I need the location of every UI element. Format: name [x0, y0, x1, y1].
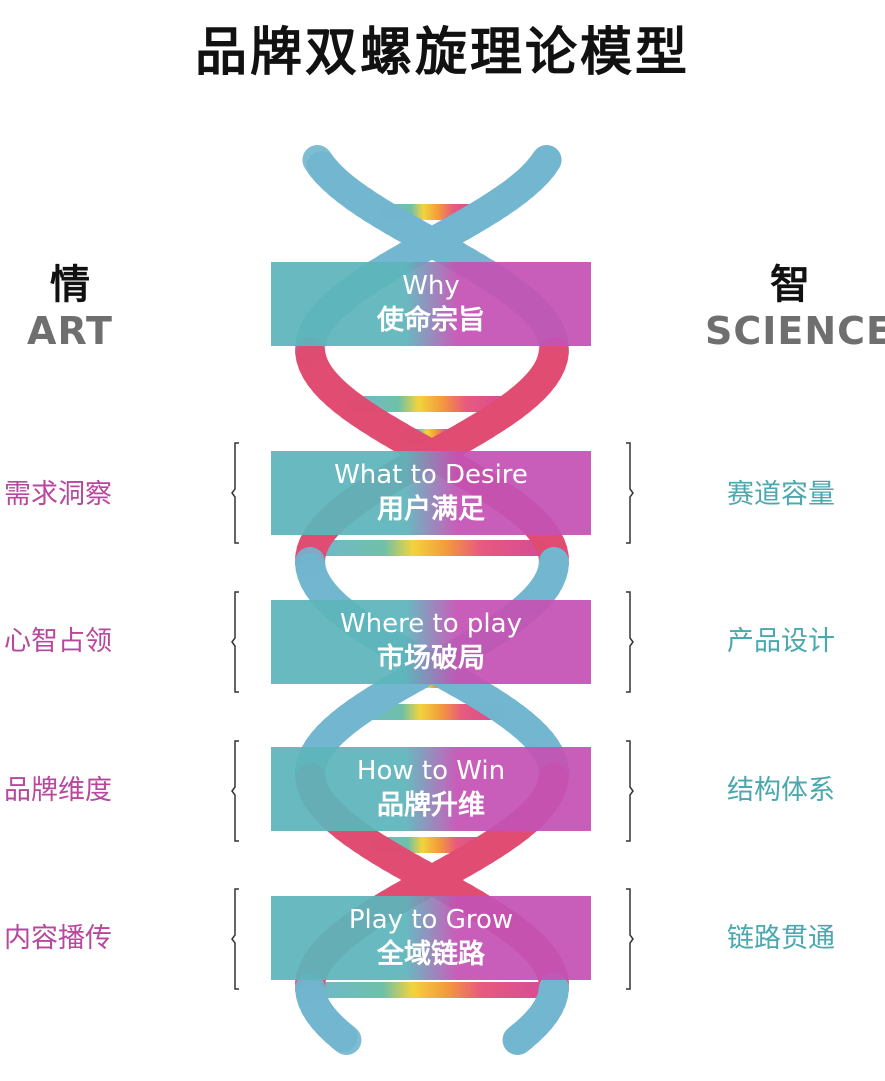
stage-en: Why [402, 271, 460, 301]
art-header-en: ART [27, 309, 113, 353]
helix-strand-segment [502, 1021, 538, 1055]
right-label-track-capacity: 赛道容量 [727, 479, 835, 510]
science-header: 智 SCIENCE [705, 262, 885, 354]
stage-zh: 全域链路 [377, 939, 485, 970]
helix-rung [357, 704, 507, 720]
art-header-zh: 情 [50, 262, 90, 308]
stage-en: How to Win [356, 756, 506, 786]
science-header-en: SCIENCE [705, 309, 885, 353]
helix-rung [312, 540, 552, 556]
helix-rung [310, 982, 554, 998]
stage-en: Where to play [340, 609, 522, 639]
left-label-brand-dimension: 品牌维度 [4, 775, 112, 806]
helix-strand-segment [326, 1021, 362, 1055]
right-bracket [626, 888, 634, 990]
right-bracket [626, 442, 634, 544]
stage-bar-play-to-grow: Play to Grow 全域链路 [271, 896, 591, 980]
stage-zh: 市场破局 [377, 643, 485, 674]
right-bracket [626, 740, 634, 842]
left-bracket [231, 442, 239, 544]
diagram-title: 品牌双螺旋理论模型 [194, 23, 690, 83]
right-bracket [626, 591, 634, 693]
stage-en: Play to Grow [348, 905, 514, 935]
stage-bar-where-to-play: Where to play 市场破局 [271, 600, 591, 684]
left-bracket [231, 888, 239, 990]
right-label-product-design: 产品设计 [727, 626, 835, 657]
stage-zh: 用户满足 [377, 494, 485, 525]
left-bracket [231, 591, 239, 693]
right-label-link-through: 链路贯通 [727, 923, 835, 954]
stage-zh: 使命宗旨 [377, 305, 485, 336]
left-label-content-spread: 内容播传 [4, 923, 112, 954]
science-header-zh: 智 [770, 262, 810, 308]
stage-bar-how-to-win: How to Win 品牌升维 [271, 747, 591, 831]
right-label-structure-system: 结构体系 [727, 775, 835, 806]
left-label-demand-insight: 需求洞察 [4, 479, 112, 510]
left-label-mind-share: 心智占领 [4, 626, 112, 657]
art-header: 情 ART [0, 262, 155, 354]
stage-en: What to Desire [334, 460, 528, 490]
stage-bar-why: Why 使命宗旨 [271, 262, 591, 346]
helix-rung [348, 396, 516, 412]
stage-bar-what-to-desire: What to Desire 用户满足 [271, 451, 591, 535]
left-bracket [231, 740, 239, 842]
stage-zh: 品牌升维 [377, 790, 485, 821]
